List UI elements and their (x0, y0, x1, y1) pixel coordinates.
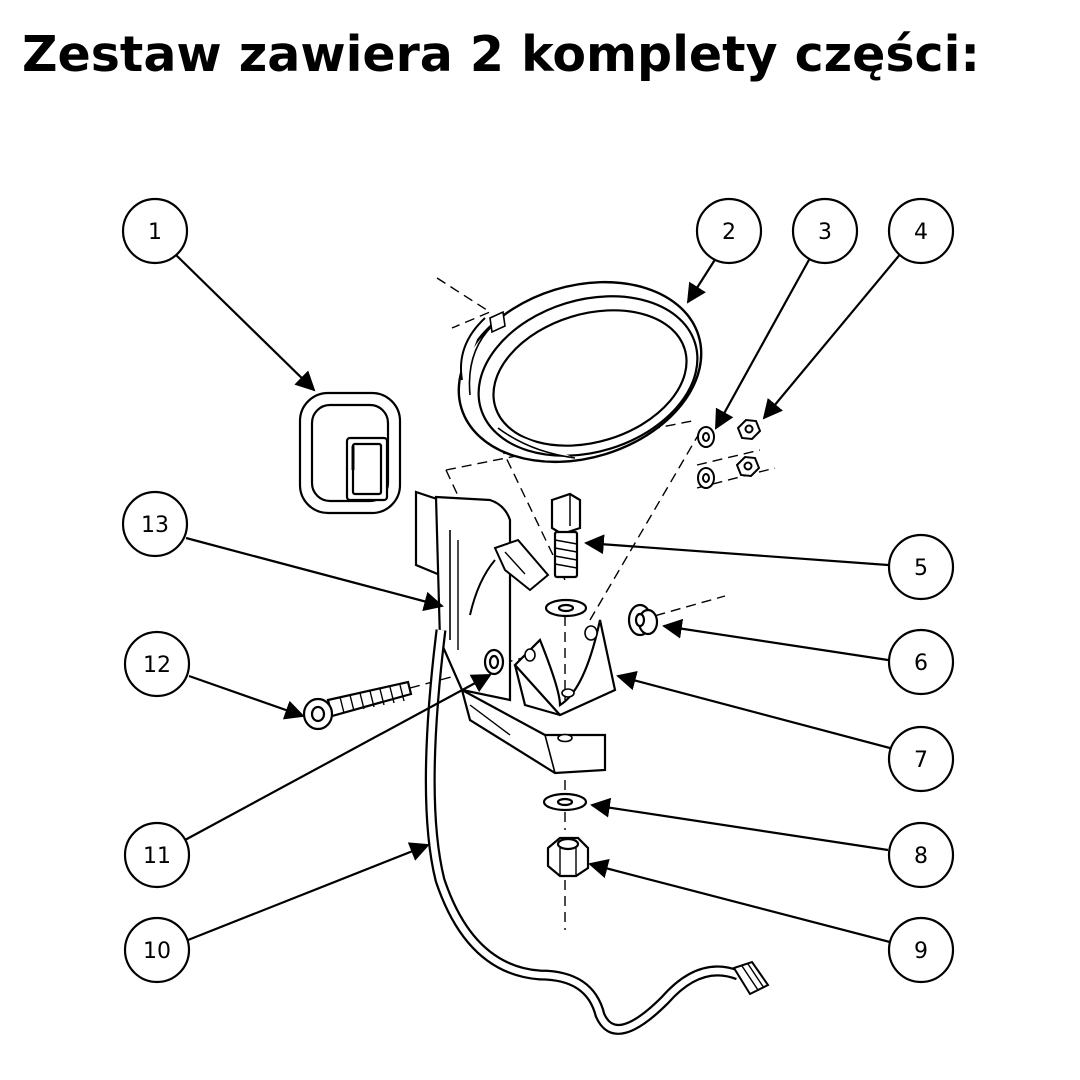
part-flanged-bushing (627, 603, 659, 637)
callout-1-label: 1 (148, 220, 162, 245)
part-hex-bolt (544, 492, 588, 618)
callout-13-label: 13 (141, 513, 169, 538)
callout-4-label: 4 (914, 220, 928, 245)
part-connector-plug (469, 538, 550, 616)
callout-2: 2 (695, 197, 763, 265)
callout-11: 11 (123, 821, 191, 889)
callout-10: 10 (123, 916, 191, 984)
page-title: Zestaw zawiera 2 komplety części: (22, 26, 980, 83)
part-swivel-channel (513, 619, 617, 717)
callout-9: 9 (887, 916, 955, 984)
callout-12-label: 12 (143, 653, 171, 678)
part-small-nuts (735, 418, 762, 478)
callout-8-label: 8 (914, 844, 928, 869)
callout-10-label: 10 (143, 939, 171, 964)
part-lock-nut (546, 836, 590, 878)
part-side-washer (483, 648, 505, 676)
part-mounting-bracket (414, 490, 607, 775)
callout-3: 3 (791, 197, 859, 265)
callout-5: 5 (887, 533, 955, 601)
callout-6: 6 (887, 628, 955, 696)
callout-3-label: 3 (818, 220, 832, 245)
part-oval-lamp (457, 280, 703, 464)
part-small-washers (697, 426, 715, 489)
part-rubber-cover (298, 391, 402, 515)
callout-5-label: 5 (914, 556, 928, 581)
part-lower-washer (542, 792, 588, 812)
callout-7-label: 7 (914, 748, 928, 773)
leader-lines (175, 251, 903, 944)
callout-2-label: 2 (722, 220, 736, 245)
callout-13: 13 (121, 490, 189, 558)
part-socket-screw (302, 680, 413, 731)
callout-8: 8 (887, 821, 955, 889)
callout-9-label: 9 (914, 939, 928, 964)
callout-7: 7 (887, 725, 955, 793)
part-power-cable (424, 629, 770, 1035)
callout-12: 12 (123, 630, 191, 698)
callout-11-label: 11 (143, 844, 171, 869)
callout-4: 4 (887, 197, 955, 265)
callout-1: 1 (121, 197, 189, 265)
callout-6-label: 6 (914, 651, 928, 676)
